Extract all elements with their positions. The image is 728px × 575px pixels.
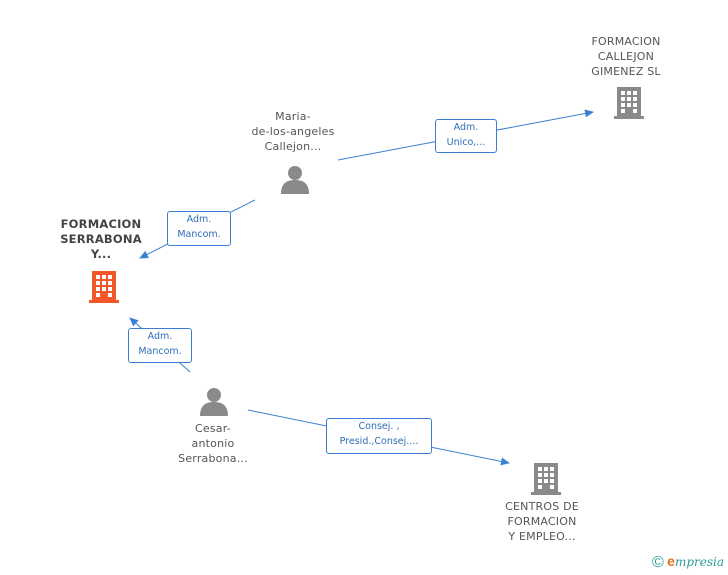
edge-label-line: Adm.: [147, 331, 173, 342]
node-label-line: Cesar-: [195, 422, 231, 435]
copyright-icon: ©: [652, 554, 664, 571]
node-label-line: Maria-: [275, 110, 311, 123]
edge-label-cesar-centros[interactable]: Consej. , Presid.,Consej....: [326, 418, 432, 454]
brand-name: mpresia: [674, 555, 724, 570]
building-icon[interactable]: [88, 269, 120, 303]
edge-label-maria-serrabona[interactable]: Adm. Mancom.: [167, 211, 231, 246]
node-label-formacion-callejon: FORMACION CALLEJON GIMENEZ SL: [578, 34, 674, 79]
person-icon[interactable]: [280, 164, 310, 194]
building-icon[interactable]: [613, 85, 645, 119]
edge-label-maria-callejon[interactable]: Adm. Unico,...: [435, 119, 497, 153]
edge-label-line: Mancom.: [177, 229, 221, 240]
edge-label-line: Presid.,Consej....: [339, 436, 419, 447]
building-icon[interactable]: [530, 461, 562, 495]
node-label-centros: CENTROS DE FORMACION Y EMPLEO...: [492, 499, 592, 544]
node-label-line: Serrabona...: [178, 452, 248, 465]
node-label-line: CENTROS DE: [505, 500, 579, 513]
brand-footer: © empresia: [652, 553, 724, 572]
node-label-line: FORMACION: [60, 217, 142, 231]
edge-label-line: Adm.: [453, 122, 479, 133]
node-label-line: SERRABONA: [60, 232, 142, 246]
node-label-line: Callejon...: [264, 140, 322, 153]
node-label-line: GIMENEZ SL: [591, 65, 661, 78]
node-label-line: FORMACION: [591, 35, 661, 48]
node-label-cesar: Cesar- antonio Serrabona...: [163, 421, 263, 466]
node-label-line: antonio: [191, 437, 235, 450]
node-label-formacion-serrabona: FORMACION SERRABONA Y...: [52, 217, 150, 262]
node-label-line: Y...: [90, 247, 112, 261]
edge-label-line: Mancom.: [138, 346, 182, 357]
node-label-line: Y EMPLEO...: [508, 530, 576, 543]
edge-label-line: Adm.: [186, 214, 212, 225]
edge-label-line: Consej. ,: [358, 421, 400, 432]
node-label-line: FORMACION: [507, 515, 577, 528]
edge-label-line: Unico,...: [446, 137, 486, 148]
person-icon[interactable]: [199, 386, 229, 416]
edge-label-cesar-serrabona[interactable]: Adm. Mancom.: [128, 328, 192, 363]
node-label-maria: Maria- de-los-angeles Callejon...: [238, 109, 348, 154]
node-label-line: de-los-angeles: [251, 125, 335, 138]
node-label-line: CALLEJON: [597, 50, 655, 63]
brand-initial: e: [667, 553, 675, 570]
